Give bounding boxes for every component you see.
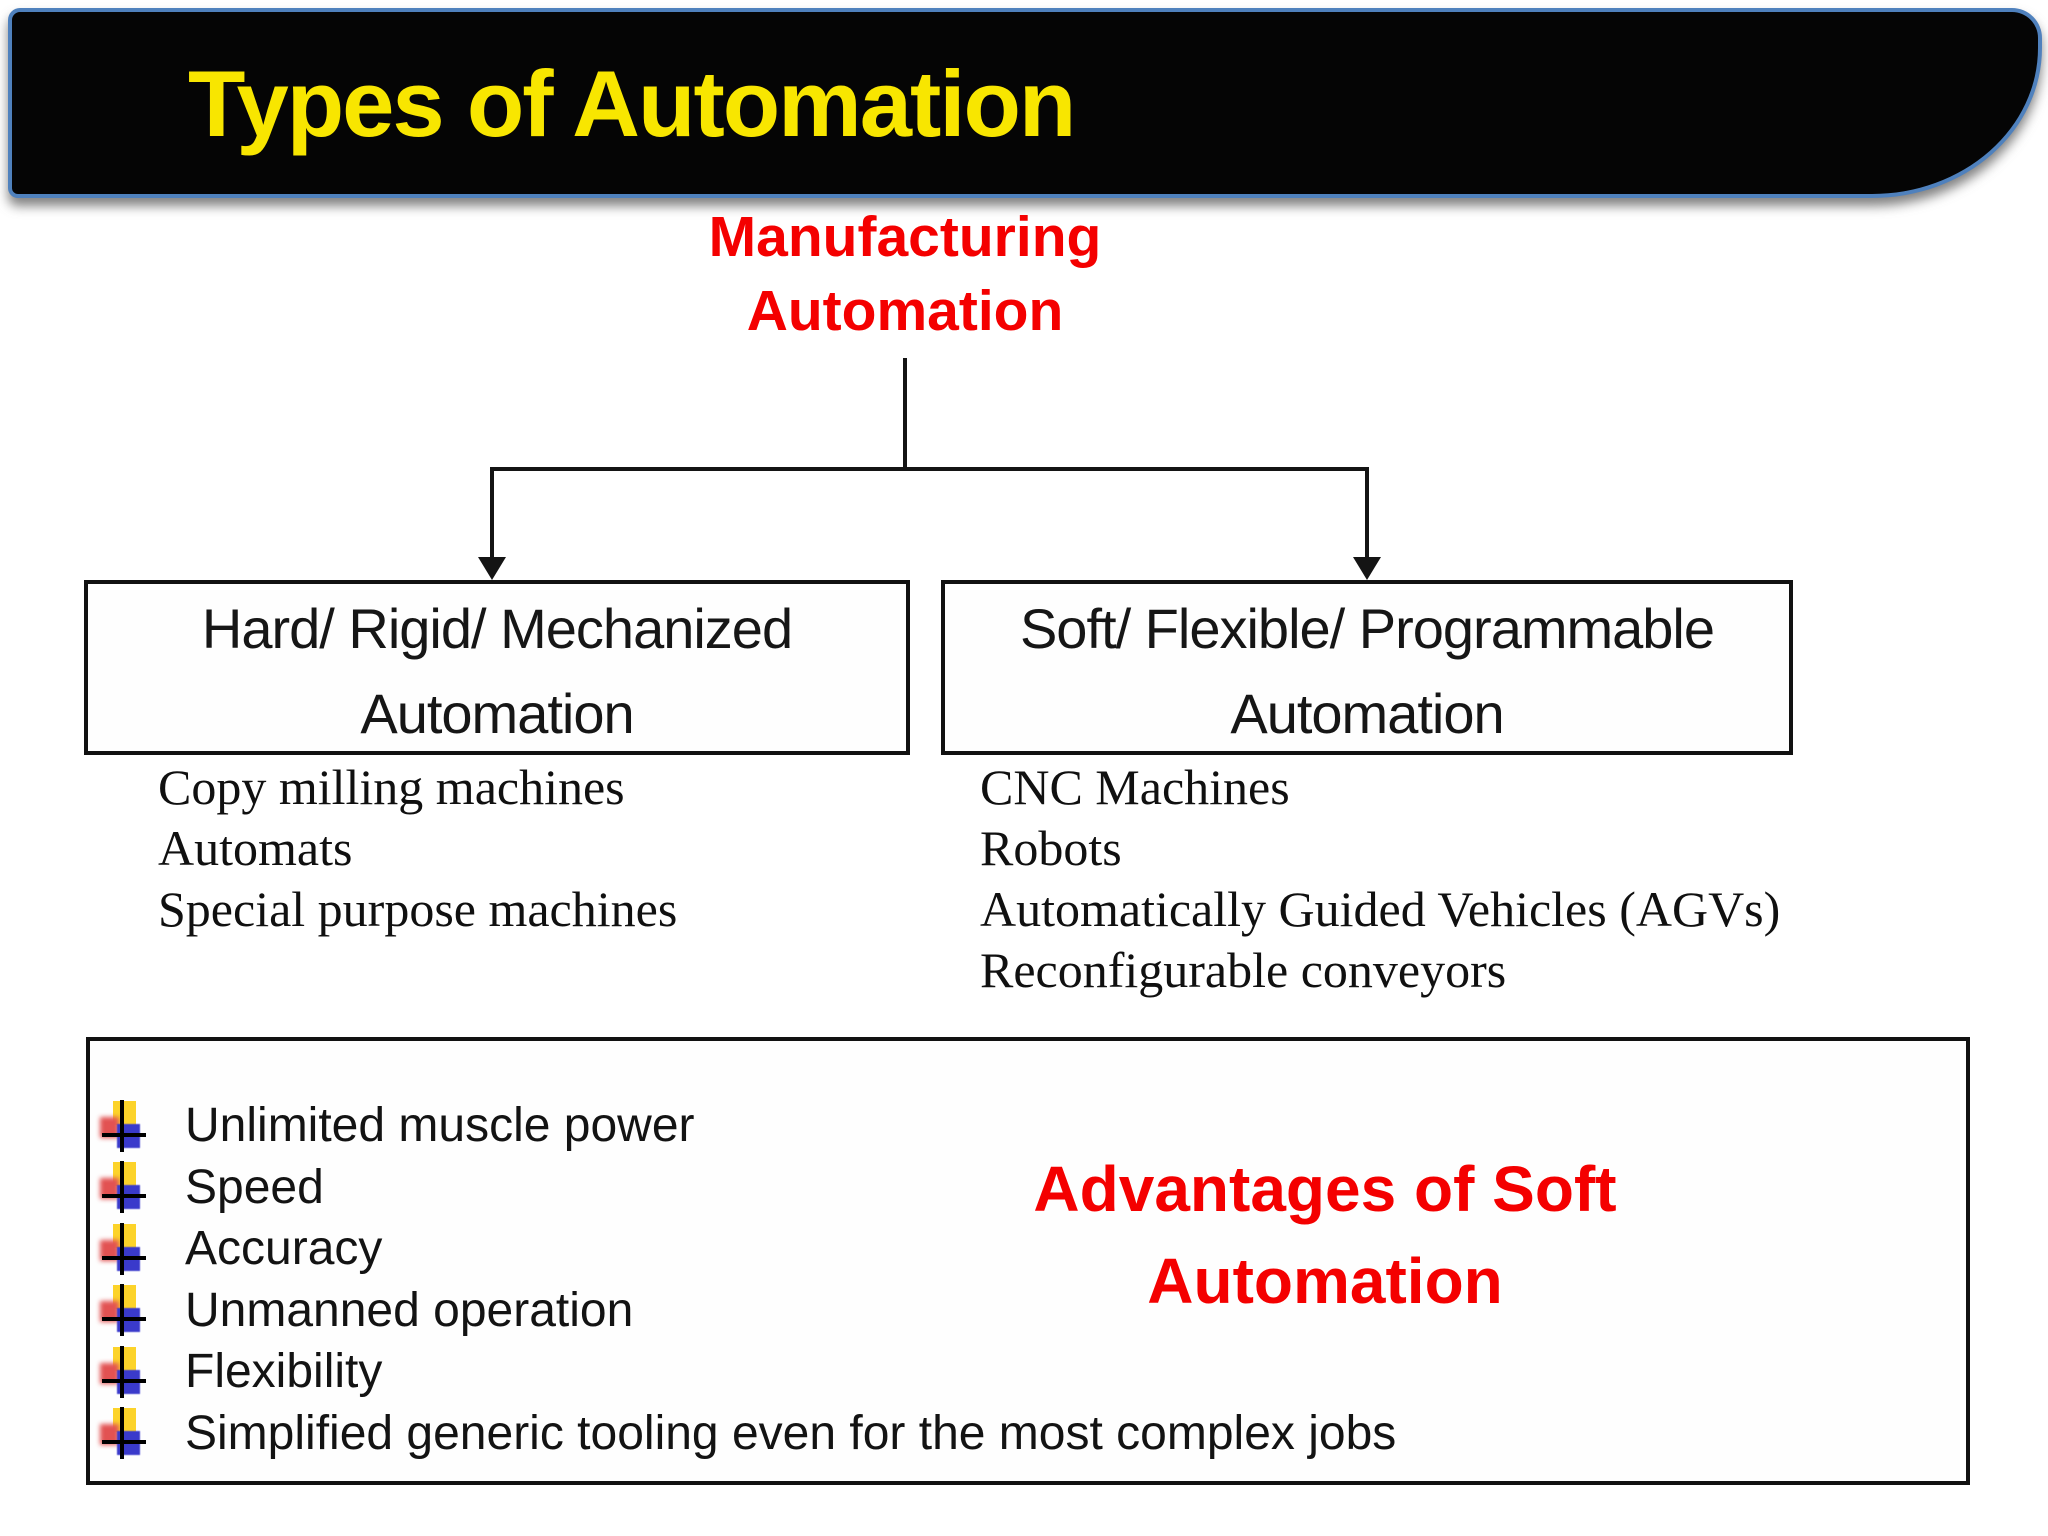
advantages-heading: Advantages of Soft Automation xyxy=(970,1143,1680,1327)
advantages-heading-line1: Advantages of Soft xyxy=(1033,1153,1617,1225)
advantage-label: Simplified generic tooling even for the … xyxy=(185,1406,1397,1460)
arrowhead-right-icon xyxy=(1353,557,1381,580)
list-item: Flexibility xyxy=(100,1341,1396,1403)
advantages-box xyxy=(86,1037,1970,1485)
advantage-label: Unlimited muscle power xyxy=(185,1099,695,1152)
list-item: CNC Machines xyxy=(980,759,1290,815)
list-item: Simplified generic tooling even for the … xyxy=(100,1403,1396,1465)
connector-left-drop-line xyxy=(490,467,494,559)
list-item: Unlimited muscle power xyxy=(100,1095,1396,1157)
root-node-line1: Manufacturing xyxy=(708,205,1102,269)
connector-horizontal-line xyxy=(492,467,1369,471)
hard-automation-example-list: Copy milling machines Automats Special p… xyxy=(158,757,677,940)
list-item: Accuracy xyxy=(100,1218,1396,1280)
arrowhead-left-icon xyxy=(478,557,506,580)
connector-right-drop-line xyxy=(1365,467,1369,559)
root-node-label: Manufacturing Automation xyxy=(600,200,1210,348)
bullet-icon xyxy=(100,1099,146,1152)
advantages-heading-line2: Automation xyxy=(1147,1245,1503,1317)
hard-automation-title-line1: Hard/ Rigid/ Mechanized xyxy=(201,597,793,660)
advantages-list: Unlimited muscle power Speed Accuracy Un… xyxy=(100,1095,1396,1464)
list-item: Copy milling machines xyxy=(158,759,625,815)
bullet-icon xyxy=(100,1284,146,1337)
root-node-line2: Automation xyxy=(746,279,1064,343)
page-title: Types of Automation xyxy=(188,51,1076,156)
bullet-icon xyxy=(100,1161,146,1214)
bullet-icon xyxy=(100,1407,146,1460)
list-item: Unmanned operation xyxy=(100,1280,1396,1342)
list-item: Automats xyxy=(158,820,353,876)
list-item: Special purpose machines xyxy=(158,881,678,937)
bullet-icon xyxy=(100,1345,146,1398)
list-item: Reconfigurable conveyors xyxy=(980,942,1507,998)
connector-stem-line xyxy=(903,358,907,470)
list-item: Speed xyxy=(100,1157,1396,1219)
soft-automation-example-list: CNC Machines Robots Automatically Guided… xyxy=(980,757,1780,1001)
soft-automation-title-line1: Soft/ Flexible/ Programmable xyxy=(1019,597,1715,660)
advantage-label: Unmanned operation xyxy=(185,1283,634,1337)
list-item: Automatically Guided Vehicles (AGVs) xyxy=(980,881,1781,937)
header-bar xyxy=(8,8,2042,198)
soft-automation-title-line2: Automation xyxy=(1230,682,1504,745)
hard-automation-title-line2: Automation xyxy=(360,682,634,745)
hard-automation-box: Hard/ Rigid/ Mechanized Automation xyxy=(84,580,910,755)
bullet-icon xyxy=(100,1222,146,1275)
advantage-label: Speed xyxy=(185,1160,324,1214)
advantage-label: Flexibility xyxy=(185,1345,383,1398)
soft-automation-box: Soft/ Flexible/ Programmable Automation xyxy=(941,580,1793,755)
list-item: Robots xyxy=(980,820,1122,876)
advantage-label: Accuracy xyxy=(185,1222,383,1275)
